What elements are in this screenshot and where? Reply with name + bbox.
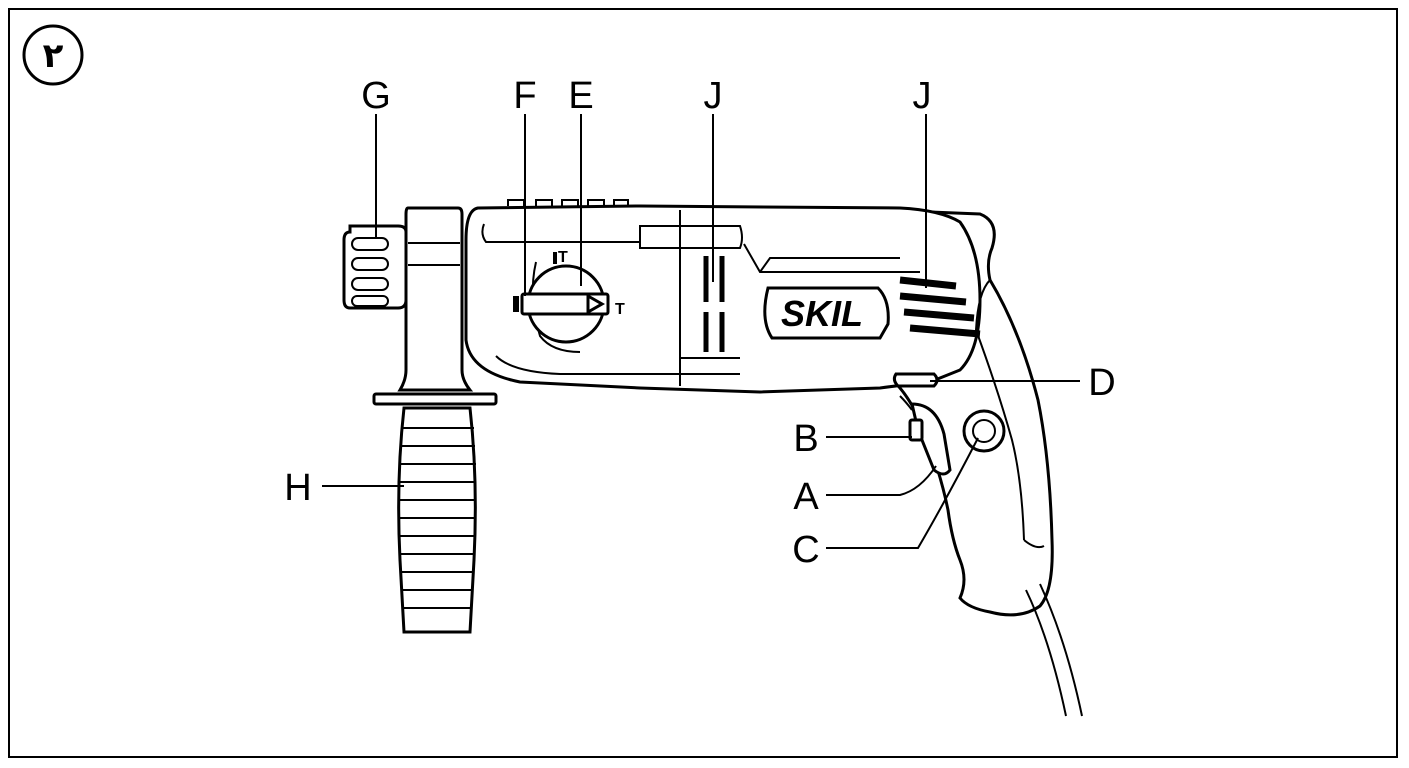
grip-ridges [400, 427, 476, 609]
callout-j-front: J [704, 75, 723, 117]
dial-symbol-left [513, 296, 519, 312]
vents-front [703, 256, 725, 352]
dial-mark-top: T [558, 249, 568, 266]
vents-rear [899, 276, 981, 338]
side-handle-h [372, 206, 498, 634]
mode-dial-e: T T [513, 249, 625, 353]
callout-h: H [284, 467, 311, 509]
callout-labels: G F E J J D B A C H [284, 75, 1115, 571]
callout-d: D [1088, 362, 1115, 404]
callout-j-rear: J [913, 75, 932, 117]
brand-label: SKIL [781, 293, 863, 334]
callout-f: F [513, 75, 536, 117]
dial-mark-right: T [615, 301, 625, 318]
dial-symbol-top [553, 252, 557, 264]
callout-b: B [793, 418, 818, 460]
callout-g: G [361, 75, 391, 117]
figure-number-text: ٢ [43, 36, 64, 76]
chuck-g [342, 224, 408, 310]
leader-lines [322, 114, 1080, 549]
callout-a: A [793, 476, 819, 518]
lock-button-b [908, 418, 924, 442]
power-cord [1025, 583, 1083, 717]
speed-wheel-c [962, 409, 1006, 453]
callout-e: E [568, 75, 593, 117]
switch-d [892, 372, 939, 388]
figure-number-badge: ٢ [22, 24, 84, 86]
brand-plate: SKIL [763, 286, 890, 340]
drill-body: SKIL T T [464, 199, 1054, 617]
callout-c: C [792, 529, 819, 571]
